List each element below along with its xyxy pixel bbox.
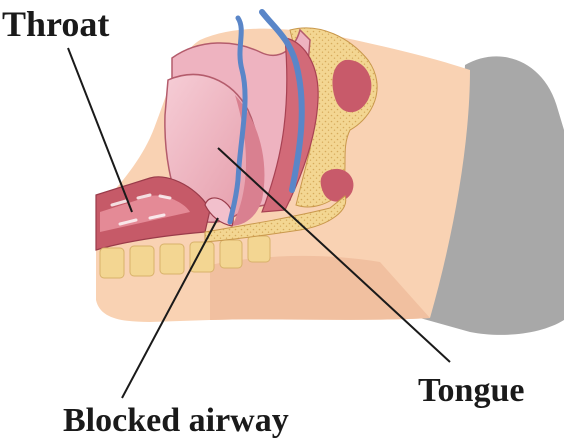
blocked-airway-label: Blocked airway (63, 404, 289, 438)
throat-label: Throat (2, 6, 109, 42)
throat-leader-line (68, 48, 132, 212)
tongue-label: Tongue (418, 374, 524, 408)
